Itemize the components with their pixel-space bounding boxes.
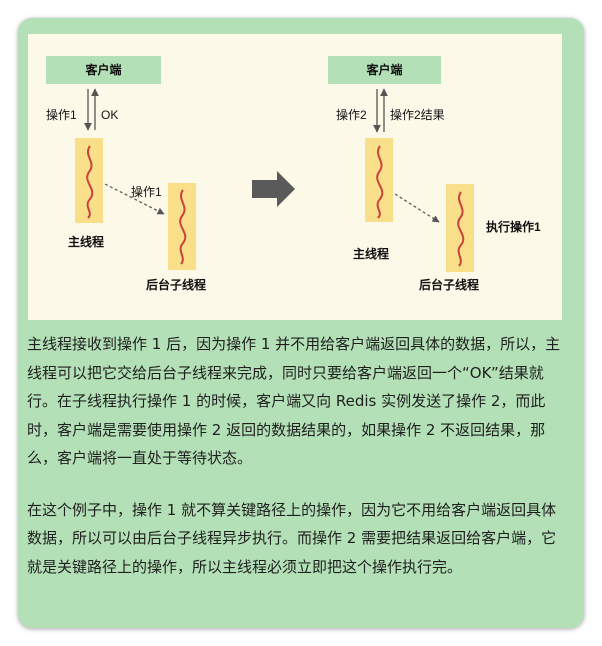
paragraph-2: 在这个例子中，操作 1 就不算关键路径上的操作，因为它不用给客户端返回具体数据，…	[27, 500, 557, 576]
left-client-label: 客户端	[84, 62, 121, 77]
left-bg-op1-label: 操作1	[131, 184, 162, 199]
left-main-thread-squiggle	[86, 145, 94, 219]
left-delegate-arrow	[104, 183, 165, 215]
left-scenario: 客户端 操作1 OK 主线程 操作1 后台子线程	[46, 56, 206, 292]
right-op2-label: 操作2	[336, 107, 367, 122]
right-exec-op1-label: 执行操作1	[486, 219, 541, 234]
paragraph-1: 主线程接收到操作 1 后，因为操作 1 并不用给客户端返回具体的数据，所以，主线…	[27, 335, 561, 467]
left-ok-label: OK	[101, 108, 118, 122]
explanation-text: 主线程接收到操作 1 后，因为操作 1 并不用给客户端返回具体的数据，所以，主线…	[27, 330, 567, 581]
right-delegate-arrow	[394, 193, 440, 223]
right-bg-thread-label: 后台子线程	[419, 277, 479, 292]
right-main-thread-label: 主线程	[353, 246, 389, 261]
left-op1-label: 操作1	[46, 107, 77, 122]
thread-diagram: 客户端 操作1 OK 主线程 操作1 后台子线程 客户端 操作2 操作2结果	[28, 34, 562, 320]
right-main-thread-squiggle	[376, 145, 384, 219]
left-main-thread-label: 主线程	[68, 234, 104, 249]
diagram-canvas: 客户端 操作1 OK 主线程 操作1 后台子线程 客户端 操作2 操作2结果	[46, 56, 541, 292]
right-client-box	[328, 56, 441, 84]
left-bg-thread-label: 后台子线程	[146, 277, 206, 292]
right-client-label: 客户端	[365, 62, 402, 77]
left-client-box	[46, 56, 161, 84]
right-op2-result-label: 操作2结果	[390, 107, 445, 122]
right-arrow-icon	[252, 171, 295, 207]
right-bg-thread-squiggle	[457, 191, 465, 267]
left-bg-thread-squiggle	[179, 189, 187, 265]
right-scenario: 客户端 操作2 操作2结果 主线程 执行操作1 后台子线程	[328, 56, 541, 292]
